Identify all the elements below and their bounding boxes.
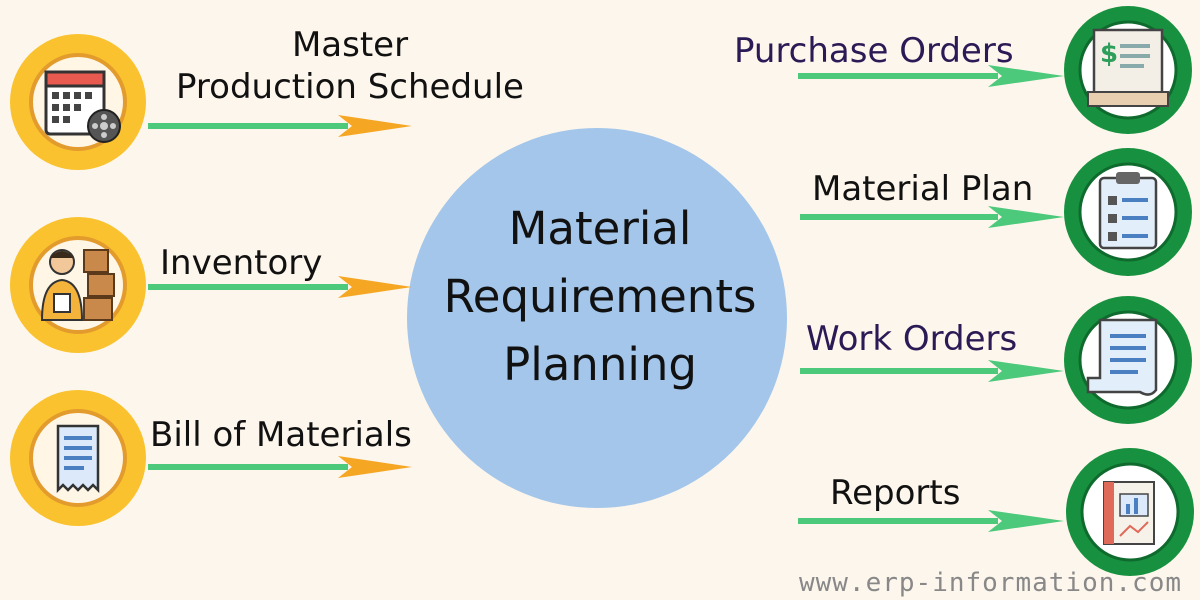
input-label-inventory: Inventory xyxy=(160,243,323,283)
svg-text:$: $ xyxy=(1100,39,1118,69)
center-line-2: Requirements xyxy=(443,270,757,323)
output-label-purchase-orders: Purchase Orders xyxy=(734,31,1014,71)
input-label-mps: Master Production Schedule xyxy=(152,24,548,108)
calendar-film-icon xyxy=(10,34,146,170)
report-chart-icon xyxy=(1066,448,1194,576)
output-arrow-material-plan xyxy=(800,206,1064,228)
output-arrow-work-orders xyxy=(800,360,1064,382)
input-arrow-inventory xyxy=(148,276,412,298)
input-label-mps-line1: Master xyxy=(291,25,409,65)
center-line-3: Planning xyxy=(503,338,697,391)
document-scroll-icon xyxy=(1064,296,1192,424)
invoice-icon: $ xyxy=(1064,6,1192,134)
output-label-reports: Reports xyxy=(830,473,961,513)
output-arrow-reports xyxy=(798,510,1064,532)
mrp-center-circle xyxy=(407,128,787,508)
output-arrow-purchase xyxy=(798,65,1064,87)
input-arrow-bom xyxy=(148,456,412,478)
input-arrow-mps xyxy=(148,115,412,137)
input-label-bom: Bill of Materials xyxy=(150,415,412,455)
input-label-mps-line2: Production Schedule xyxy=(176,67,524,107)
mrp-center-title: Material Requirements Planning xyxy=(410,195,790,399)
output-label-material-plan: Material Plan xyxy=(812,169,1034,209)
output-label-work-orders: Work Orders xyxy=(806,319,1018,359)
clipboard-checklist-icon xyxy=(1064,148,1192,276)
receipt-list-icon xyxy=(10,390,146,526)
worker-boxes-icon xyxy=(10,217,146,353)
watermark: www.erp-information.com xyxy=(798,568,1182,598)
center-line-1: Material xyxy=(508,202,692,255)
